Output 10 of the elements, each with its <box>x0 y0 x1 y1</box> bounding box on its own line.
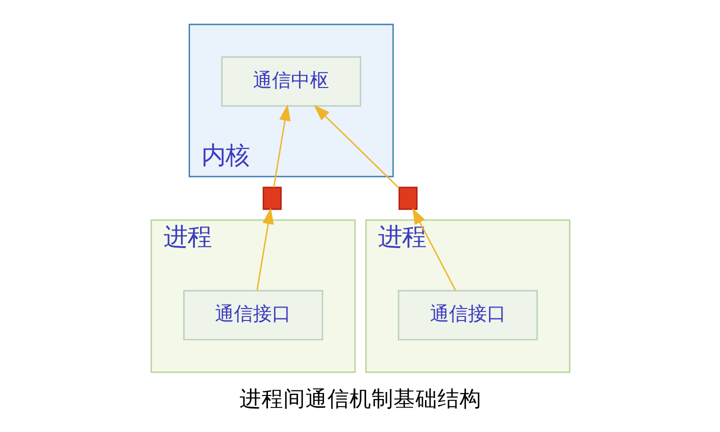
node-box: 通信中枢 <box>220 56 361 107</box>
arrow <box>313 104 399 189</box>
node-box: 通信接口 <box>182 290 323 340</box>
node-bar <box>262 186 282 210</box>
arrow <box>256 208 274 290</box>
node-bar <box>398 186 418 210</box>
arrow <box>272 104 290 188</box>
caption: 进程间通信机制基础结构 <box>239 386 481 412</box>
node-box: 通信接口 <box>397 290 538 340</box>
arrow <box>412 208 456 290</box>
